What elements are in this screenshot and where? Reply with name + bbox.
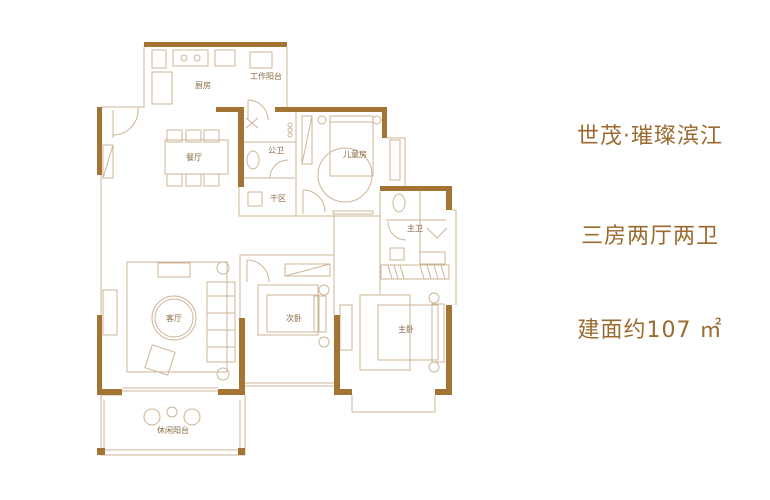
building-area: 建面约107 ㎡	[577, 318, 723, 343]
room-label-master-bath: 主卫	[407, 223, 423, 233]
room-label-second-bedroom: 次卧	[286, 313, 302, 323]
room-label-public-bath: 公卫	[268, 146, 284, 155]
project-name: 世茂·璀璨滨江	[577, 124, 723, 149]
room-label-work-balcony: 工作阳台	[250, 71, 282, 81]
room-label-master-bedroom: 主卧	[398, 324, 414, 334]
layout-type: 三房两厅两卫	[580, 224, 719, 249]
room-label-dry-area: 干区	[270, 194, 286, 203]
room-label-dining: 餐厅	[186, 153, 202, 162]
room-label-leisure-balcony: 休闲阳台	[157, 425, 189, 435]
room-label-kitchen: 厨房	[195, 80, 211, 90]
room-label-kids-room: 儿童房	[343, 149, 367, 159]
room-label-living: 客厅	[166, 313, 182, 323]
